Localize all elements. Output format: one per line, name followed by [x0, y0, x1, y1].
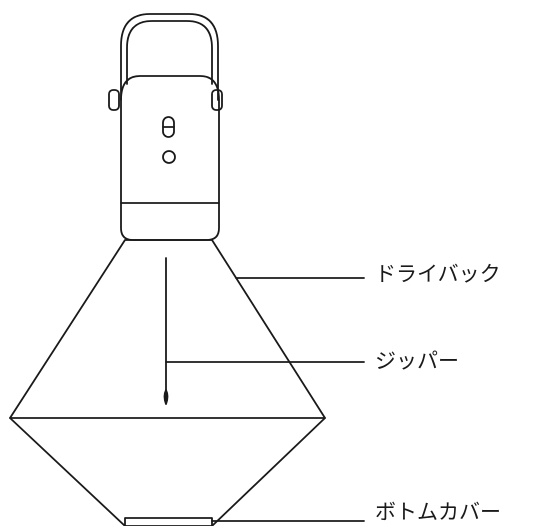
power-button	[162, 116, 175, 138]
device-body	[120, 75, 220, 241]
zipper-label: ジッパー	[375, 349, 459, 373]
bottom-cover-shape	[124, 517, 213, 526]
left-handle-clip	[108, 89, 120, 111]
carry-handle	[120, 13, 219, 101]
bottom-cover-label: ボトムカバー	[375, 500, 501, 524]
dry-bag-shape	[9, 239, 326, 526]
indicator-light	[162, 150, 176, 164]
zipper-pull	[163, 389, 169, 405]
dry-bag-label: ドライバック	[375, 262, 501, 286]
right-handle-clip	[211, 89, 223, 111]
